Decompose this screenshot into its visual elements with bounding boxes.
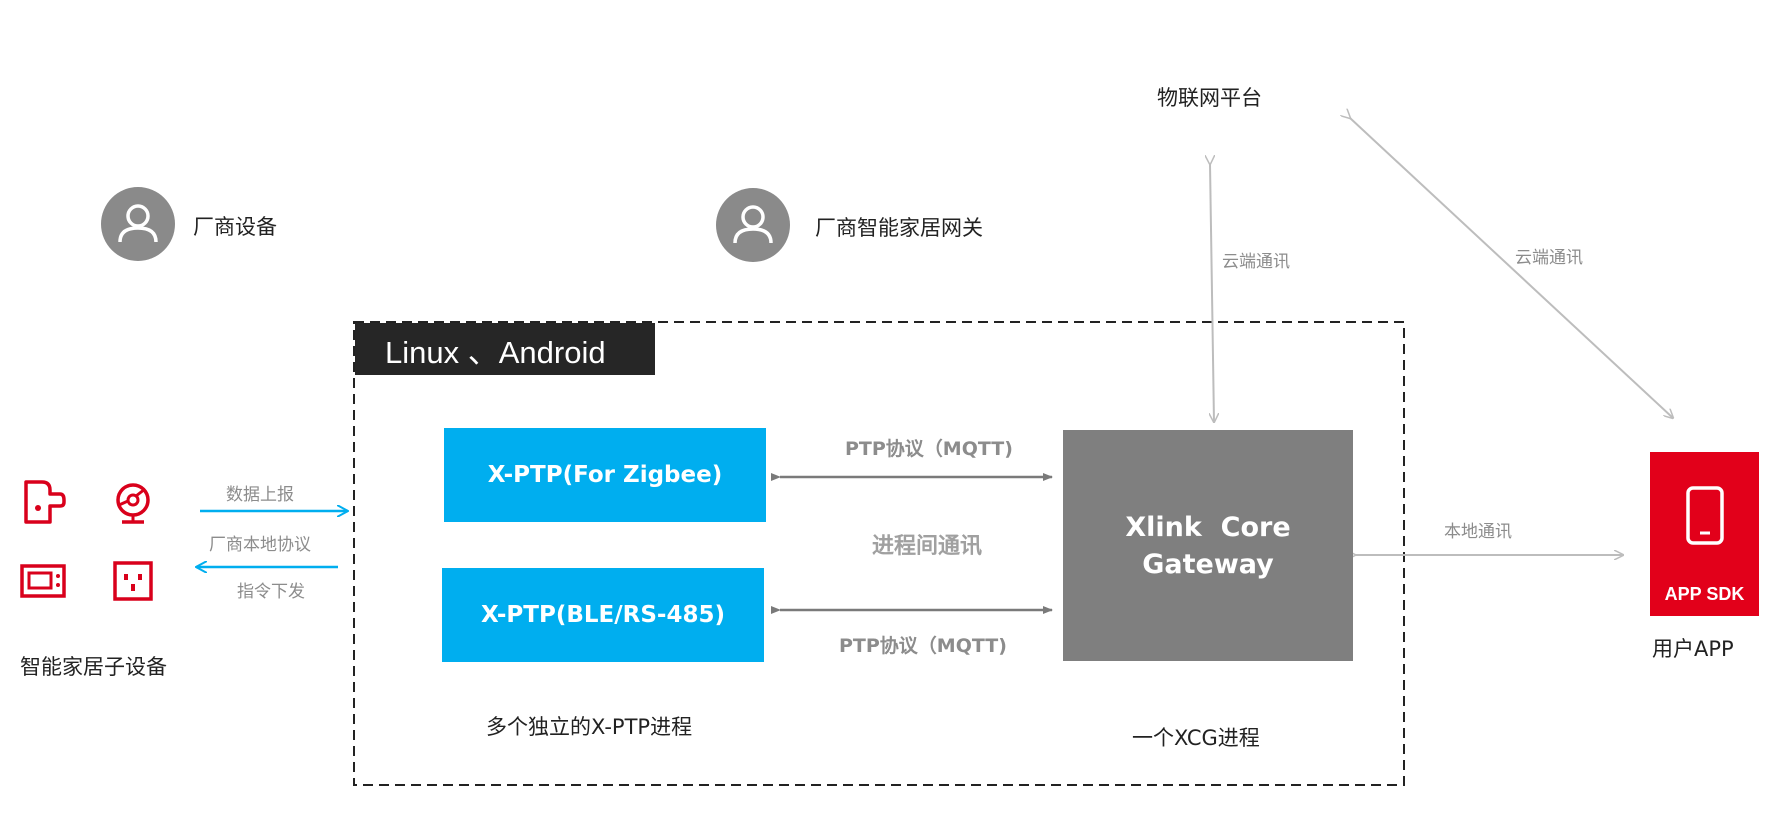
vendor-gateway-label: 厂商智能家居网关 (815, 216, 983, 240)
cloud-link-vertical (1210, 164, 1214, 422)
app-sdk-label: APP SDK (1664, 584, 1745, 604)
vendor-local-protocol-label: 厂商本地协议 (209, 535, 311, 555)
smart-socket-icon (113, 561, 153, 601)
core-line-1: Xlink Core (1125, 511, 1291, 543)
vendor-device-avatar (101, 187, 175, 261)
xlink-core-gateway-box: Xlink Core Gateway (1063, 430, 1353, 661)
vendor-gateway-avatar (716, 188, 790, 262)
ptp-zigbee-box: X-PTP(For Zigbee) (444, 428, 766, 522)
ptp-protocol-label-bottom: PTP协议（MQTT) (839, 635, 1007, 657)
sub-devices-label: 智能家居子设备 (20, 655, 167, 679)
xcg-caption: 一个XCG进程 (1132, 726, 1260, 750)
data-report-label: 数据上报 (226, 485, 294, 505)
phone-icon (1686, 486, 1724, 545)
vendor-device-label: 厂商设备 (193, 215, 277, 239)
person-icon (118, 204, 158, 243)
app-sdk-box: APP SDK (1650, 452, 1759, 616)
ptp-protocol-label-top: PTP协议（MQTT) (845, 438, 1013, 460)
cloud-comm-label-diagonal: 云端通讯 (1515, 248, 1583, 268)
core-line-2: Gateway (1142, 548, 1274, 580)
local-comm-label: 本地通讯 (1444, 522, 1512, 542)
person-icon (733, 205, 773, 244)
microwave-icon (20, 564, 66, 598)
os-label-tab: Linux 、Android (355, 323, 655, 375)
cloud-link-diagonal (1350, 118, 1673, 418)
command-down-label: 指令下发 (237, 582, 305, 602)
robot-vacuum-icon (116, 483, 150, 524)
multi-ptp-caption: 多个独立的X-PTP进程 (486, 715, 693, 739)
ptp-ble-box: X-PTP(BLE/RS-485) (442, 568, 764, 662)
user-app-label: 用户APP (1652, 637, 1734, 661)
smart-lock-icon (24, 480, 66, 524)
iot-platform-label: 物联网平台 (1157, 86, 1262, 110)
ipc-label: 进程间通讯 (872, 534, 983, 559)
cloud-comm-label-vertical: 云端通讯 (1222, 252, 1290, 272)
